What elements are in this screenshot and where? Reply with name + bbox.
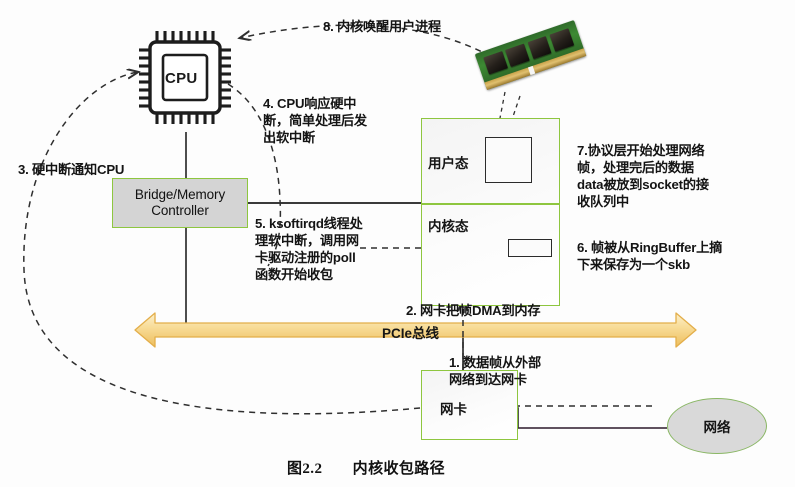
step-5-line-4: 函数开始收包 xyxy=(255,266,333,282)
step-5-line-3: 卡驱动注册的poll xyxy=(255,249,356,265)
step-7-line-1: 7.协议层开始处理网络 xyxy=(577,143,705,158)
figure-caption: 图2.2 内核收包路径 xyxy=(287,457,445,478)
step3-arrow xyxy=(23,72,421,415)
user-space-label: 用户态 xyxy=(428,156,469,171)
network-label: 网络 xyxy=(703,420,731,435)
nic-box[interactable] xyxy=(421,370,518,440)
ram-memory-link xyxy=(499,91,506,119)
step-7-line-2: 帧，处理完后的数据 xyxy=(577,159,694,175)
step-6-line-2: 下来保存为一个skb xyxy=(577,256,691,272)
step-2-text: 2. 网卡把帧DMA到内存 xyxy=(406,303,626,320)
user-kernel-divider xyxy=(422,203,559,205)
bridge-label-line2: Controller xyxy=(151,203,209,218)
cpu-label: CPU xyxy=(165,70,198,87)
socket-receive-queue-box xyxy=(485,137,532,183)
caption-number: 图2.2 xyxy=(287,461,323,477)
step-4-line-2: 断，简单处理后发 xyxy=(263,112,367,128)
step-2-line-1: 2. 网卡把帧DMA到内存 xyxy=(406,303,541,318)
step-8-line-1: 8. 内核唤醒用户进程 xyxy=(323,19,441,34)
step-6-line-1: 6. 帧被从RingBuffer上摘 xyxy=(577,240,723,255)
step-7-line-4: 收队列中 xyxy=(577,193,629,209)
pcie-bus-arrow xyxy=(134,312,697,348)
step-1-line-1: 1. 数据帧从外部 xyxy=(449,355,541,370)
step8-arrow xyxy=(240,24,501,63)
step-3-text: 3. 硬中断通知CPU xyxy=(18,162,218,179)
step-7-line-3: data被放到socket的接 xyxy=(577,176,709,192)
bridge-label-line1: Bridge/Memory xyxy=(134,186,226,202)
step-8-text: 8. 内核唤醒用户进程 xyxy=(323,19,553,36)
step-4-line-3: 出软中断 xyxy=(263,129,315,145)
step-6-text: 6. 帧被从RingBuffer上摘 下来保存为一个skb xyxy=(577,240,792,274)
step-5-line-2: 理软中断，调用网 xyxy=(255,232,359,248)
step-1-line-2: 网络到达网卡 xyxy=(449,371,527,387)
step-5-line-1: 5. ksoftirqd线程处 xyxy=(255,216,363,231)
step-7-text: 7.协议层开始处理网络 帧，处理完后的数据 data被放到socket的接 收队… xyxy=(577,143,782,211)
step-4-text: 4. CPU响应硬中 断，简单处理后发 出软中断 xyxy=(263,96,413,147)
step-5-text: 5. ksoftirqd线程处 理软中断，调用网 卡驱动注册的poll 函数开始… xyxy=(255,216,410,284)
step-1-text: 1. 数据帧从外部 网络到达网卡 xyxy=(449,355,629,389)
bridge-memory-controller-box[interactable]: Bridge/Memory Controller xyxy=(112,178,248,228)
step-4-line-1: 4. CPU响应硬中 xyxy=(263,96,357,111)
step4-arrow xyxy=(227,83,282,267)
caption-title: 内核收包路径 xyxy=(352,461,446,477)
cpu-chip-icon xyxy=(139,31,231,124)
step-3-line-1: 3. 硬中断通知CPU xyxy=(18,162,125,177)
network-ellipse[interactable] xyxy=(667,398,767,454)
skb-box xyxy=(508,239,552,257)
nic-label: 网卡 xyxy=(440,402,467,417)
kernel-space-label: 内核态 xyxy=(428,219,469,234)
pcie-bus-label: PCIe总线 xyxy=(382,326,440,341)
